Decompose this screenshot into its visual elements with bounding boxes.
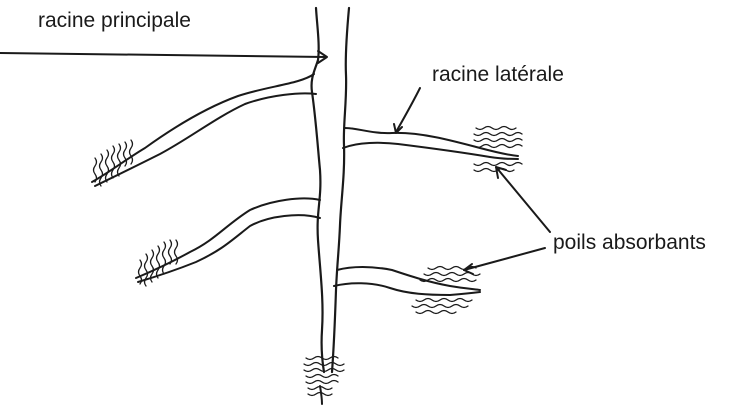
root-hairs-label: poils absorbants	[553, 232, 706, 253]
lateral-root-lower-left	[136, 198, 320, 282]
arrow-lateral-root	[394, 88, 420, 133]
root-hairs-upper-left	[94, 140, 133, 186]
lateral-root-upper-right	[343, 128, 518, 159]
lateral-root-upper-left	[92, 74, 316, 186]
main-root-label: racine principale	[38, 10, 191, 31]
arrow-root-hairs-upper	[496, 167, 550, 232]
arrow-main-root	[0, 51, 327, 63]
root-hairs-main-tip	[304, 357, 344, 405]
main-root-right-edge	[332, 8, 349, 372]
arrow-root-hairs-lower	[464, 248, 545, 274]
lateral-root-label: racine latérale	[432, 64, 564, 85]
